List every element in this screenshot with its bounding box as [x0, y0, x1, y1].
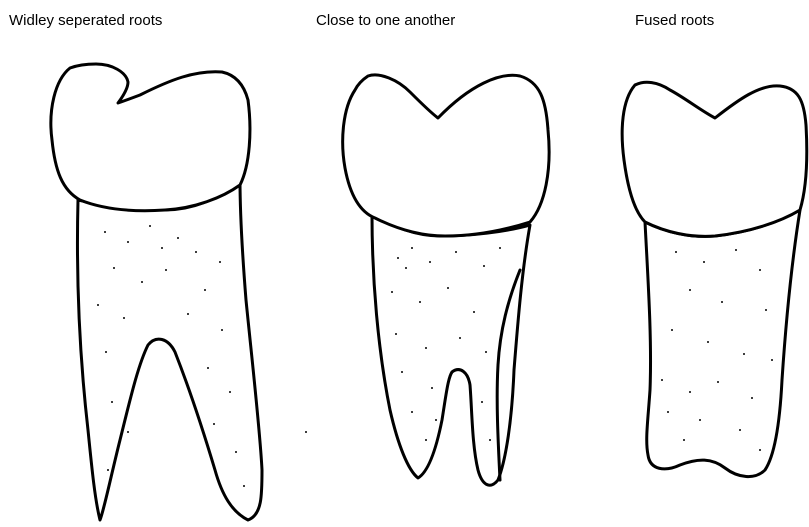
root-fused: [645, 210, 800, 477]
tooth-widely-separated: [51, 64, 262, 520]
crown-fused-roots: [622, 82, 807, 236]
tooth-fused-roots: [622, 82, 807, 476]
root-pair-close: [372, 215, 530, 485]
tooth-close-roots: [343, 75, 549, 485]
crown-close-roots: [343, 75, 549, 236]
crown-widely-separated: [51, 64, 250, 211]
root-pair-widely-separated: [77, 180, 262, 520]
stray-dot: [305, 431, 307, 433]
